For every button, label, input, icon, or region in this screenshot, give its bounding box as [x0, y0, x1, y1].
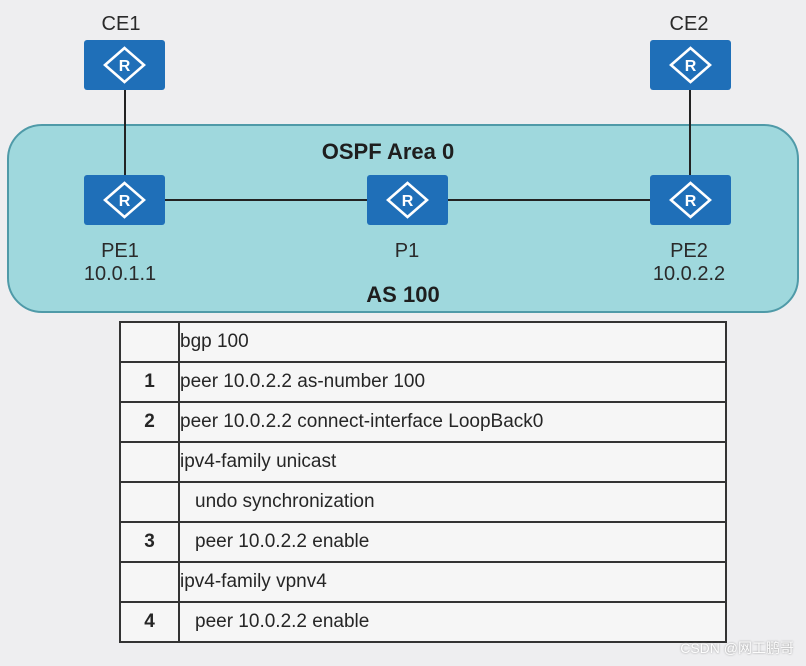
svg-text:R: R: [685, 193, 697, 210]
config-command: bgp 100: [178, 321, 727, 363]
as-name: AS 100: [366, 282, 439, 307]
step-number: 4: [119, 601, 180, 643]
config-command: peer 10.0.2.2 enable: [178, 521, 727, 563]
config-command: ipv4-family vpnv4: [178, 561, 727, 603]
config-command: peer 10.0.2.2 as-number 100: [178, 361, 727, 403]
table-row: 1 peer 10.0.2.2 as-number 100: [119, 361, 727, 403]
step-number: 2: [119, 401, 180, 443]
pe1-address: 10.0.1.1: [84, 263, 156, 285]
config-command: peer 10.0.2.2 connect-interface LoopBack…: [178, 401, 727, 443]
step-number: 3: [119, 521, 180, 563]
table-row: 3 peer 10.0.2.2 enable: [119, 521, 727, 563]
pe2-label: PE2: [670, 240, 708, 262]
svg-text:R: R: [402, 193, 414, 210]
table-row: 2 peer 10.0.2.2 connect-interface LoopBa…: [119, 401, 727, 443]
router-icon: R: [650, 40, 731, 90]
router-icon: R: [367, 175, 448, 225]
router-icon: R: [84, 175, 165, 225]
bgp-config-table: bgp 100 1 peer 10.0.2.2 as-number 100 2 …: [119, 321, 727, 643]
step-number: [119, 561, 180, 603]
router-pe2[interactable]: R: [650, 175, 731, 225]
p1-label: P1: [395, 240, 419, 262]
router-ce1[interactable]: R: [84, 40, 165, 90]
svg-text:R: R: [119, 193, 131, 210]
step-number: [119, 441, 180, 483]
table-row: ipv4-family vpnv4: [119, 561, 727, 603]
ce2-label: CE2: [670, 13, 709, 35]
table-row: 4 peer 10.0.2.2 enable: [119, 601, 727, 643]
area-name: OSPF Area 0: [322, 139, 454, 164]
config-command: ipv4-family unicast: [178, 441, 727, 483]
table-row: bgp 100: [119, 321, 727, 363]
router-ce2[interactable]: R: [650, 40, 731, 90]
table-row: undo synchronization: [119, 481, 727, 523]
table-row: ipv4-family unicast: [119, 441, 727, 483]
router-pe1[interactable]: R: [84, 175, 165, 225]
config-command: peer 10.0.2.2 enable: [178, 601, 727, 643]
pe1-label: PE1: [101, 240, 139, 262]
step-number: 1: [119, 361, 180, 403]
router-icon: R: [650, 175, 731, 225]
pe2-address: 10.0.2.2: [653, 263, 725, 285]
router-icon: R: [84, 40, 165, 90]
step-number: [119, 481, 180, 523]
svg-text:R: R: [119, 58, 131, 75]
config-command: undo synchronization: [178, 481, 727, 523]
ce1-label: CE1: [102, 13, 141, 35]
network-topology: OSPF Area 0 AS 100 R CE1 R CE2 R PE1 10.…: [7, 13, 799, 313]
step-number: [119, 321, 180, 363]
watermark: CSDN @网工鹏哥: [680, 640, 794, 656]
router-p1[interactable]: R: [367, 175, 448, 225]
svg-text:R: R: [685, 58, 697, 75]
